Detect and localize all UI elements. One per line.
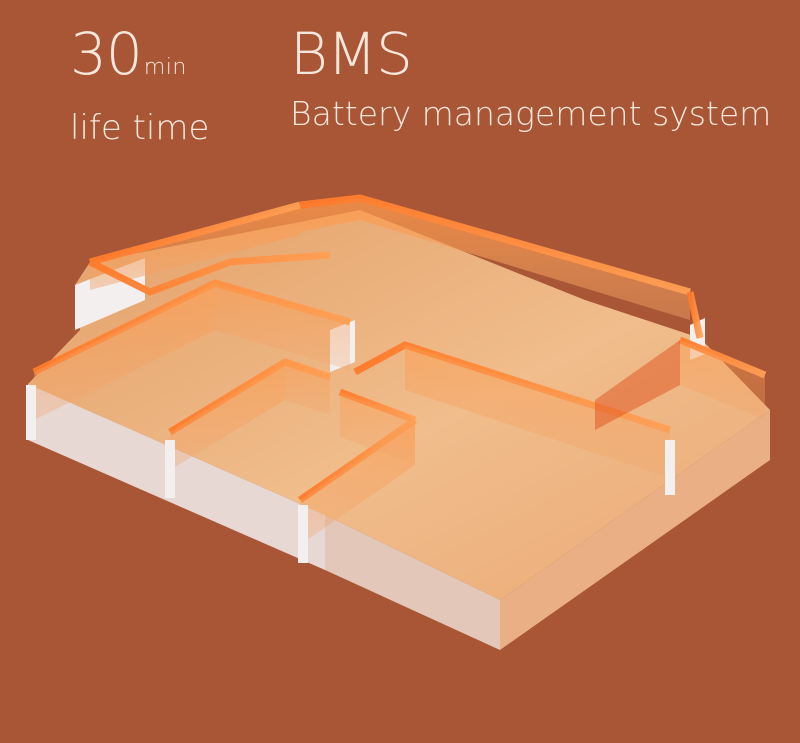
- life-time-unit: min: [143, 55, 187, 80]
- bms-label: Battery management system: [290, 94, 772, 133]
- wall-room-5: [680, 340, 765, 420]
- life-time-label: life time: [70, 108, 210, 148]
- wall-posts: [26, 385, 675, 563]
- wall-room-4: [405, 345, 670, 478]
- wall-room-1: [34, 283, 215, 420]
- bms-stat: BMS Battery management system: [290, 22, 771, 136]
- base-edge-front: [325, 515, 500, 650]
- wall-room-1b: [215, 283, 350, 370]
- wall-back-left: [90, 205, 300, 290]
- headline: 30min life time BMS Battery management s…: [0, 22, 800, 152]
- wall-room-2: [170, 362, 285, 470]
- base-edge-left: [28, 384, 325, 570]
- life-time-number: 30: [70, 20, 143, 88]
- wall-room-3b: [340, 392, 415, 465]
- life-time-stat: 30min life time: [70, 22, 209, 150]
- bms-title: BMS: [290, 20, 413, 88]
- wall-back-main: [300, 198, 690, 320]
- base-edge-right: [500, 410, 770, 650]
- wall-room-6: [595, 340, 680, 430]
- wall-room-2b: [285, 362, 330, 415]
- life-time-value: 30min: [70, 22, 209, 100]
